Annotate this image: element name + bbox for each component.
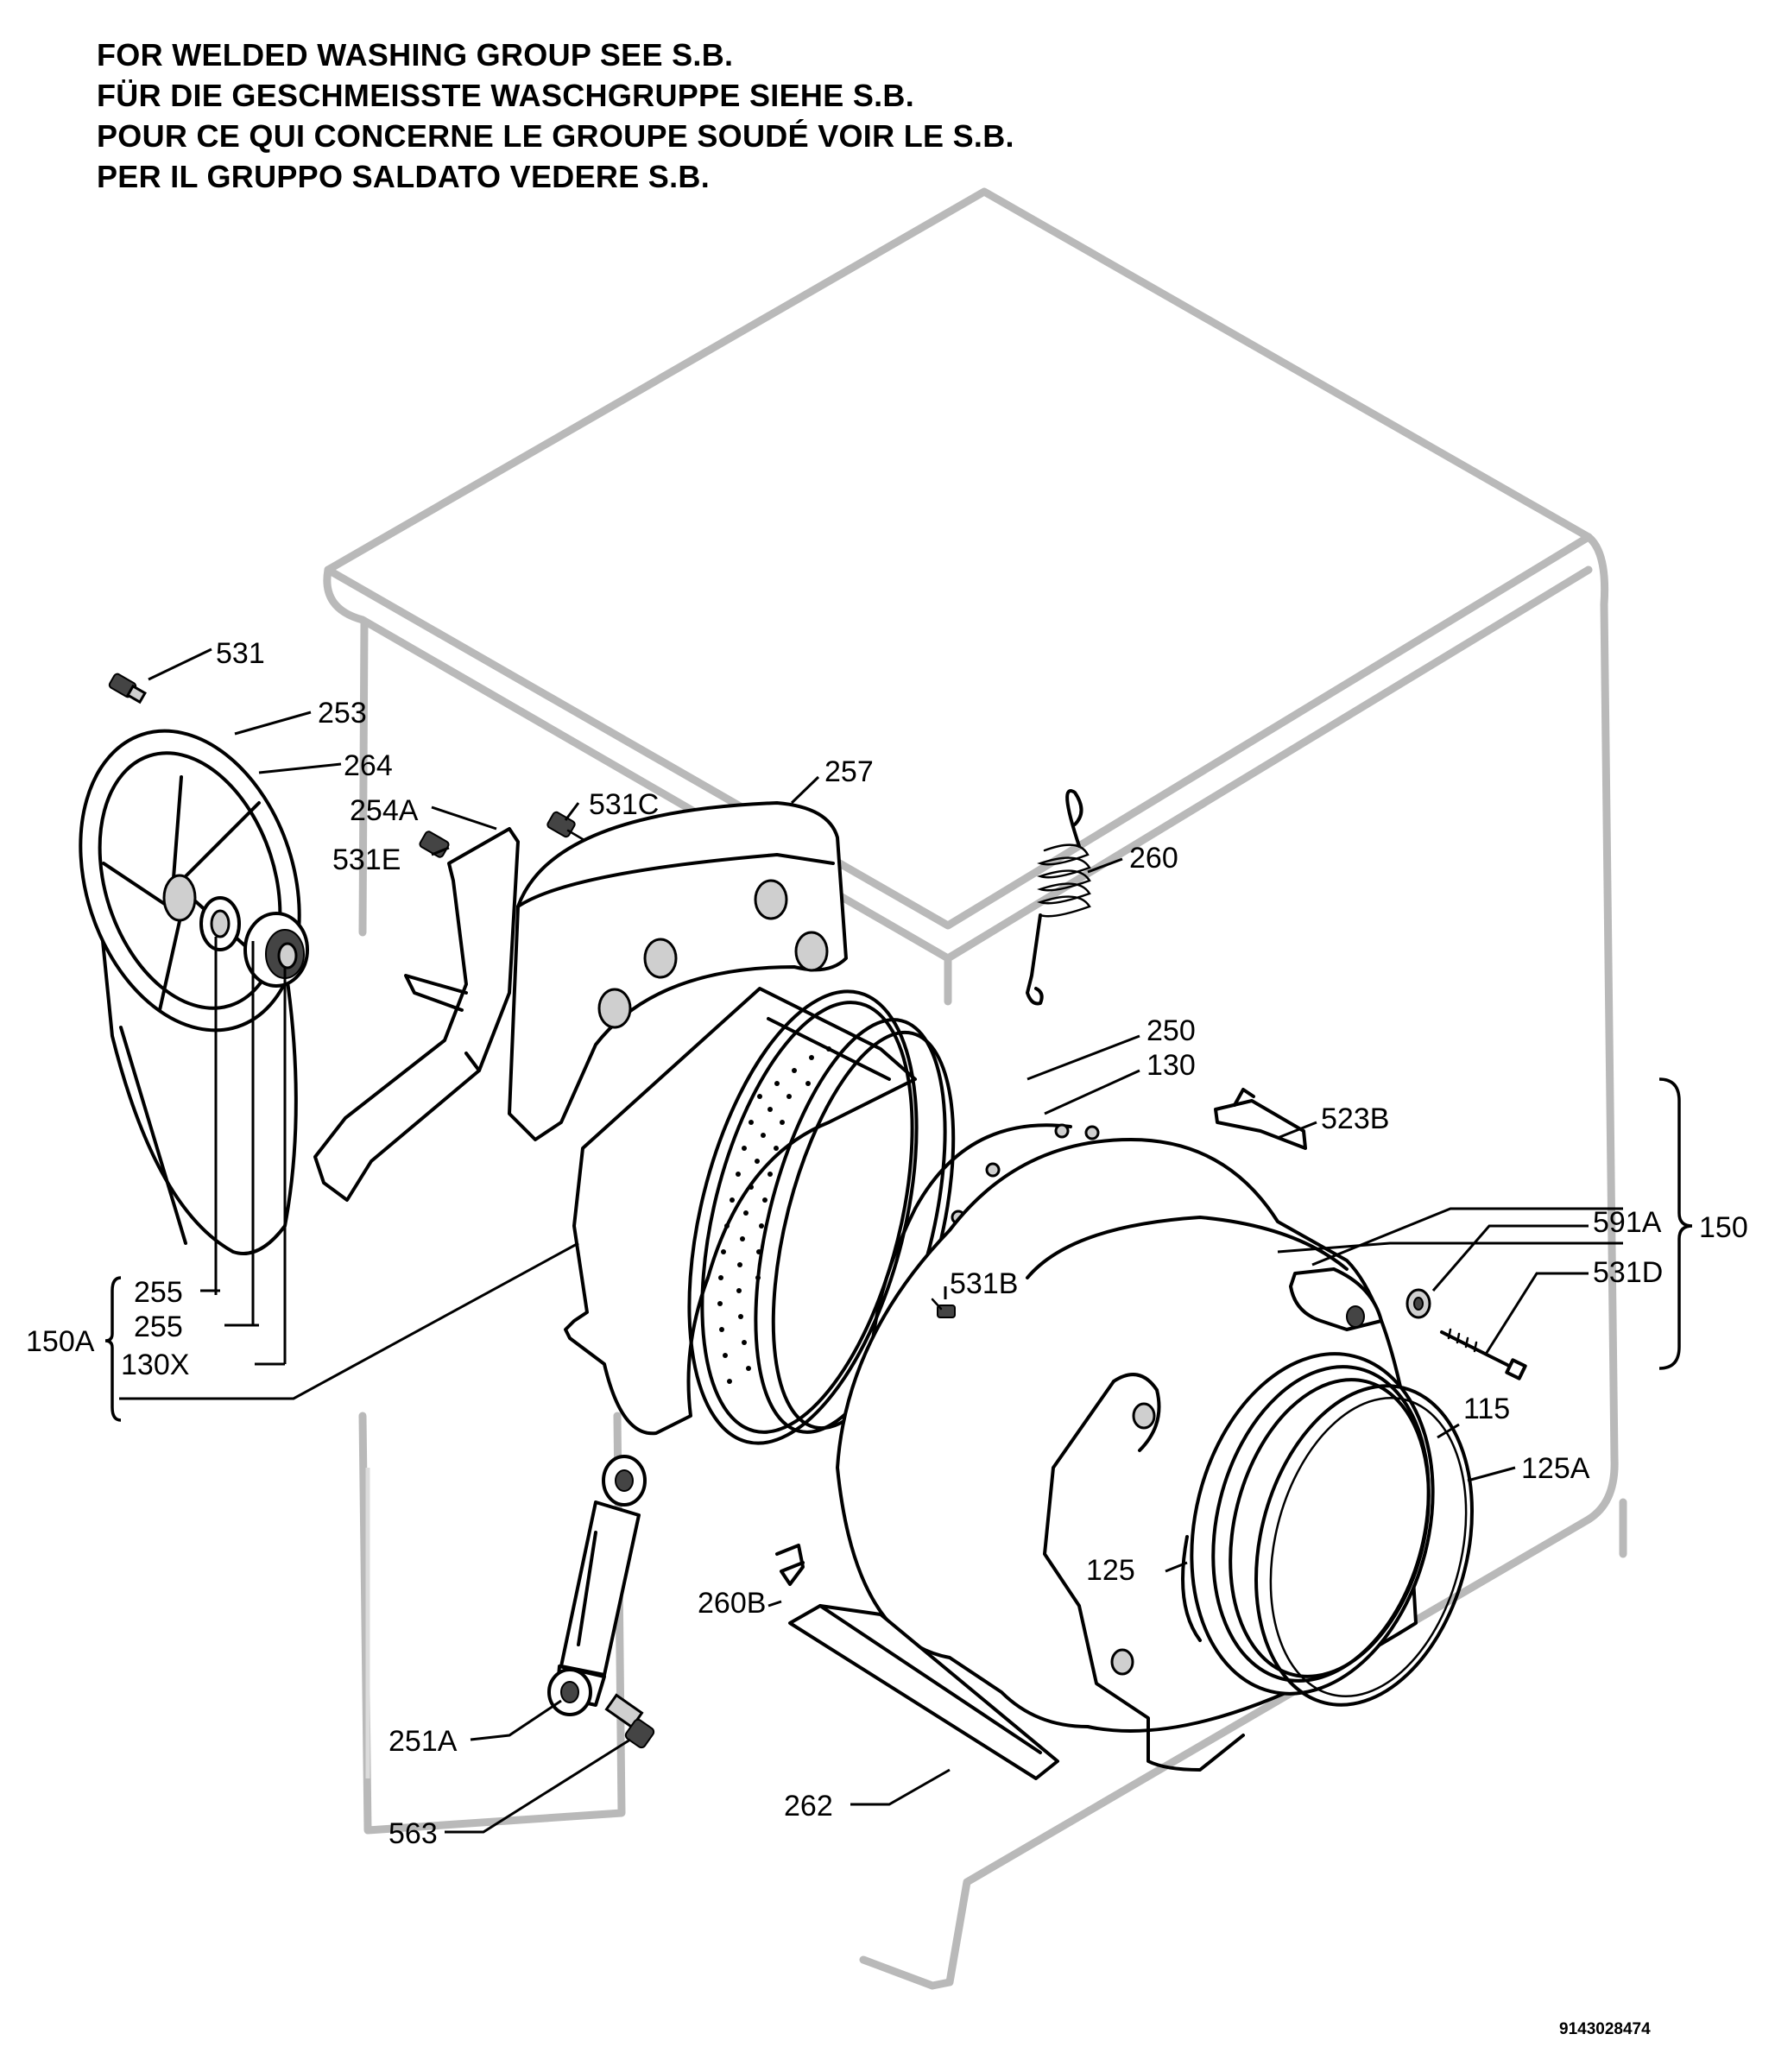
label-150: 150 bbox=[1699, 1211, 1748, 1244]
label-254A: 254A bbox=[350, 794, 419, 827]
label-531: 531 bbox=[216, 637, 265, 670]
pulley-wheel bbox=[79, 729, 301, 1255]
clip-260B bbox=[775, 1544, 805, 1586]
label-125A: 125A bbox=[1521, 1452, 1590, 1485]
bolt-531D bbox=[1440, 1328, 1527, 1380]
bearings bbox=[199, 896, 309, 988]
washer-591A bbox=[1405, 1288, 1431, 1319]
screw-531C bbox=[546, 811, 589, 843]
label-531C: 531C bbox=[589, 788, 659, 821]
label-531E: 531E bbox=[332, 843, 401, 876]
header-line-1: FOR WELDED WASHING GROUP SEE S.B. bbox=[97, 37, 734, 73]
label-531B: 531B bbox=[950, 1267, 1018, 1300]
label-253: 253 bbox=[318, 697, 367, 730]
door-seal-115 bbox=[1190, 1352, 1435, 1696]
bolt-563 bbox=[604, 1693, 655, 1749]
drawing-number: 9143028474 bbox=[1559, 2020, 1651, 2038]
screw-531 bbox=[108, 673, 147, 704]
ring-125 bbox=[1181, 1535, 1202, 1642]
label-130: 130 bbox=[1146, 1049, 1196, 1082]
label-523B: 523B bbox=[1321, 1102, 1389, 1135]
ring-125A bbox=[1254, 1384, 1475, 1707]
shock-absorber-251A bbox=[547, 1455, 647, 1716]
label-115: 115 bbox=[1463, 1393, 1510, 1425]
clip-523B bbox=[1214, 1088, 1307, 1150]
screw-531B bbox=[931, 1298, 956, 1318]
label-150A: 150A bbox=[26, 1325, 95, 1358]
label-264: 264 bbox=[344, 749, 393, 782]
label-563: 563 bbox=[388, 1817, 438, 1850]
label-250: 250 bbox=[1146, 1014, 1196, 1047]
header-notes: FOR WELDED WASHING GROUP SEE S.B. FÜR DI… bbox=[97, 35, 1014, 197]
drum-perforation bbox=[717, 1046, 831, 1384]
label-531D: 531D bbox=[1593, 1256, 1663, 1289]
counterweight-257 bbox=[508, 801, 848, 1141]
label-591A: 591A bbox=[1593, 1206, 1662, 1239]
label-260B: 260B bbox=[698, 1587, 766, 1620]
label-257: 257 bbox=[824, 755, 874, 788]
rear-tub-250 bbox=[564, 987, 956, 1445]
header-line-2: FÜR DIE GESCHMEISSTE WASCHGRUPPE SIEHE S… bbox=[97, 78, 915, 113]
header-line-3: POUR CE QUI CONCERNE LE GROUPE SOUDÉ VOI… bbox=[97, 118, 1014, 154]
bracket-254A bbox=[313, 827, 520, 1202]
label-260: 260 bbox=[1129, 842, 1178, 875]
leader-lines bbox=[104, 648, 1693, 1834]
header-line-4: PER IL GRUPPO SALDATO VEDERE S.B. bbox=[97, 159, 711, 194]
label-125: 125 bbox=[1086, 1554, 1135, 1587]
label-255-lower: 255 bbox=[134, 1311, 183, 1343]
label-130X: 130X bbox=[121, 1349, 189, 1381]
label-255-upper: 255 bbox=[134, 1276, 183, 1309]
label-262: 262 bbox=[784, 1790, 833, 1822]
spring-260 bbox=[1026, 789, 1091, 1006]
bracket-262 bbox=[788, 1604, 1059, 1780]
label-251A: 251A bbox=[388, 1725, 458, 1758]
